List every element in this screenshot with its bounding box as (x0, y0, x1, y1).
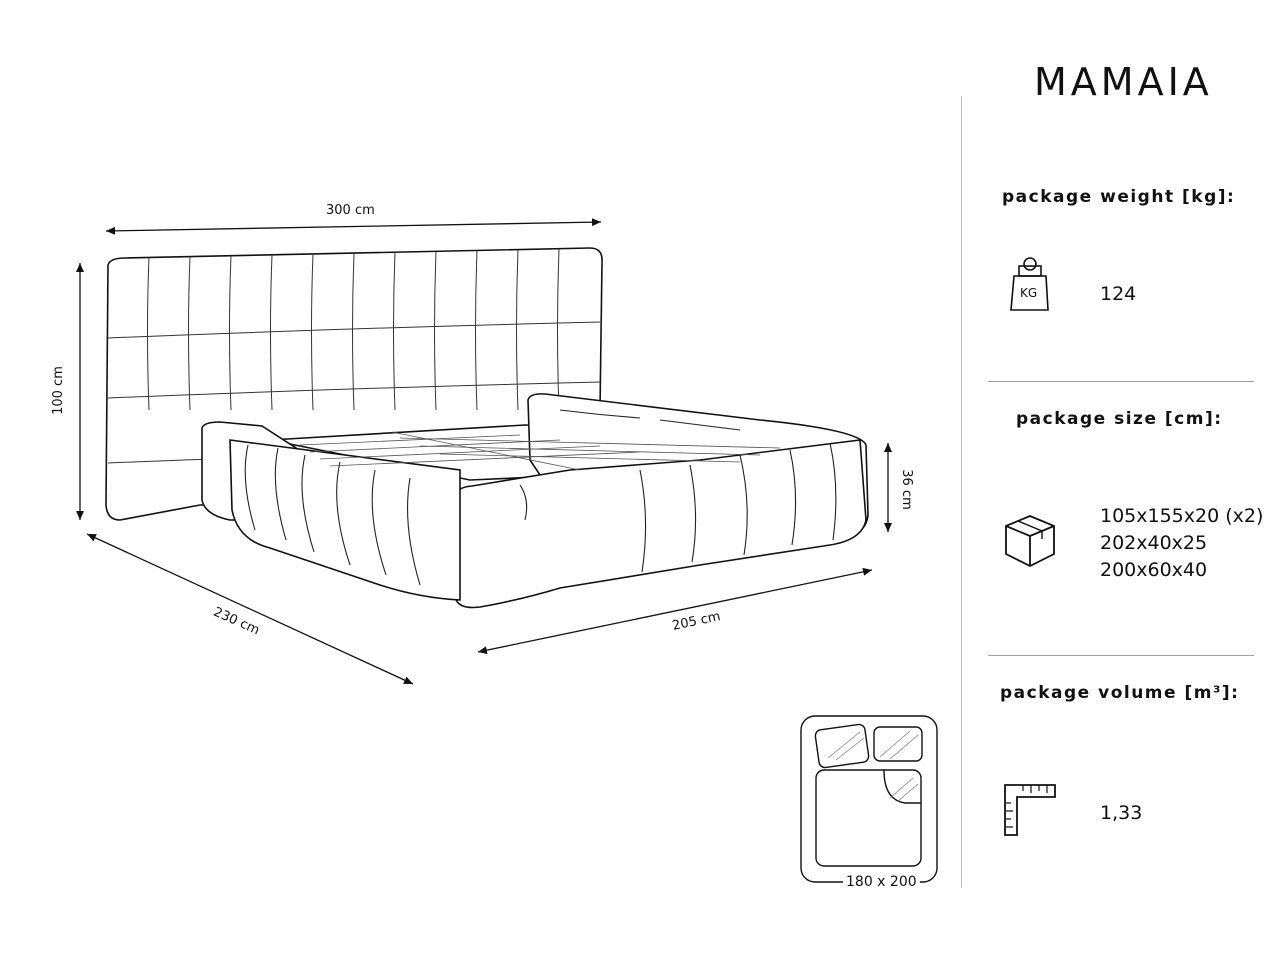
slats (299, 431, 781, 471)
tuft-column-line (557, 249, 560, 411)
section-divider-2 (988, 655, 1254, 656)
package-size-label: package size [cm]: (1016, 409, 1223, 429)
tuft-column-line (434, 251, 437, 411)
weight-icon (1008, 254, 1052, 316)
bed-drawing (76, 218, 938, 883)
width-dimension-line (105, 218, 602, 235)
length-dimension-line (86, 533, 414, 685)
tuft-row-line (107, 381, 601, 399)
tuft-column-line (311, 253, 314, 411)
panel-divider (961, 96, 962, 888)
package-volume-label: package volume [m³]: (1000, 683, 1240, 703)
package-size-value-3: 200x60x40 (1100, 559, 1208, 581)
box-icon (1002, 512, 1058, 572)
mattress-size: 180 x 200 (843, 874, 920, 890)
package-weight-label: package weight [kg]: (1002, 187, 1236, 207)
tuft-column-line (188, 256, 191, 411)
tuft-column-line (229, 255, 232, 411)
package-size-value-2: 202x40x25 (1100, 532, 1208, 554)
package-volume-value: 1,33 (1100, 802, 1143, 824)
dimension-lines (76, 218, 892, 685)
tuft-column-line (352, 253, 355, 411)
tuft-column-line (516, 249, 519, 411)
width-dimension: 300 cm (326, 203, 375, 218)
frame-height-dimension: 36 cm (898, 469, 914, 510)
product-name: MAMAIA (1034, 60, 1213, 104)
side-length-dimension-line (477, 567, 873, 655)
weight-icon-text: KG (1020, 286, 1038, 300)
tuft-column-line (393, 252, 396, 411)
bed-frame (201, 393, 869, 609)
tuft-row-line (107, 321, 601, 339)
mattress-hatching (827, 730, 919, 803)
frame-cushion-ribs (244, 409, 837, 586)
package-weight-value: 124 (1100, 283, 1137, 305)
headboard-height-dimension: 100 cm (50, 366, 66, 415)
mattress-icon (800, 715, 938, 883)
tuft-column-line (475, 250, 478, 411)
tuft-column-line (147, 257, 150, 411)
section-divider-1 (988, 381, 1254, 382)
ruler-icon (1003, 783, 1057, 841)
package-size-value-1: 105x155x20 (x2) (1100, 505, 1264, 527)
